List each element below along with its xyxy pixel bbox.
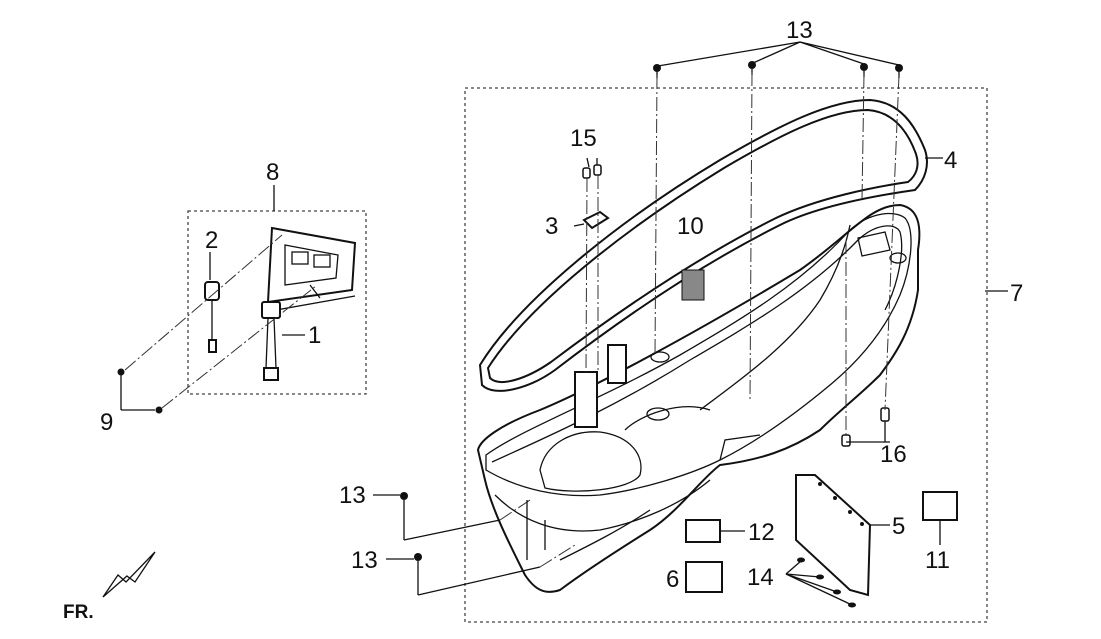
cover-plate-5 [795,474,872,597]
screw-9-b [155,406,163,414]
bolt-13-e [400,492,408,506]
callout-2: 2 [205,227,218,254]
callout-9: 9 [100,409,113,436]
callout-13-mid: 13 [339,482,366,509]
switch-2 [204,281,220,353]
callout-4: 4 [944,147,957,174]
switch-panel-8 [266,226,357,311]
callout-14: 14 [747,564,774,591]
label-10-square [681,269,705,301]
callout-6: 6 [666,566,679,593]
screw-9-a [117,368,125,376]
grommet-16-a [841,434,851,447]
callout-10: 10 [677,213,704,240]
callout-12: 12 [748,519,775,546]
callout-5: 5 [892,513,905,540]
front-direction-arrow [102,551,156,598]
washer-14-a [797,557,805,563]
callout-15: 15 [570,125,597,152]
front-label: FR. [63,602,94,623]
callout-13-low: 13 [351,547,378,574]
callout-16: 16 [880,441,907,468]
nut-15-b [593,164,602,176]
callout-3: 3 [545,213,558,240]
luggage-box [476,203,921,593]
callout-8: 8 [266,159,279,186]
clip-3 [582,210,610,230]
label-12 [685,519,721,543]
seal-ring [478,98,928,392]
leader-lines [120,41,1008,606]
assembly-lines [124,71,900,596]
switch-1 [261,301,281,381]
label-6 [685,561,723,593]
nut-15-a [582,167,591,179]
callout-7: 7 [1010,280,1023,307]
callout-13-top: 13 [786,17,813,44]
switch-group-frame [187,210,367,395]
main-group-frame [464,87,988,623]
bolt-13-f [414,553,422,567]
callout-1: 1 [308,322,321,349]
label-11 [922,491,958,521]
callout-11: 11 [925,547,950,574]
